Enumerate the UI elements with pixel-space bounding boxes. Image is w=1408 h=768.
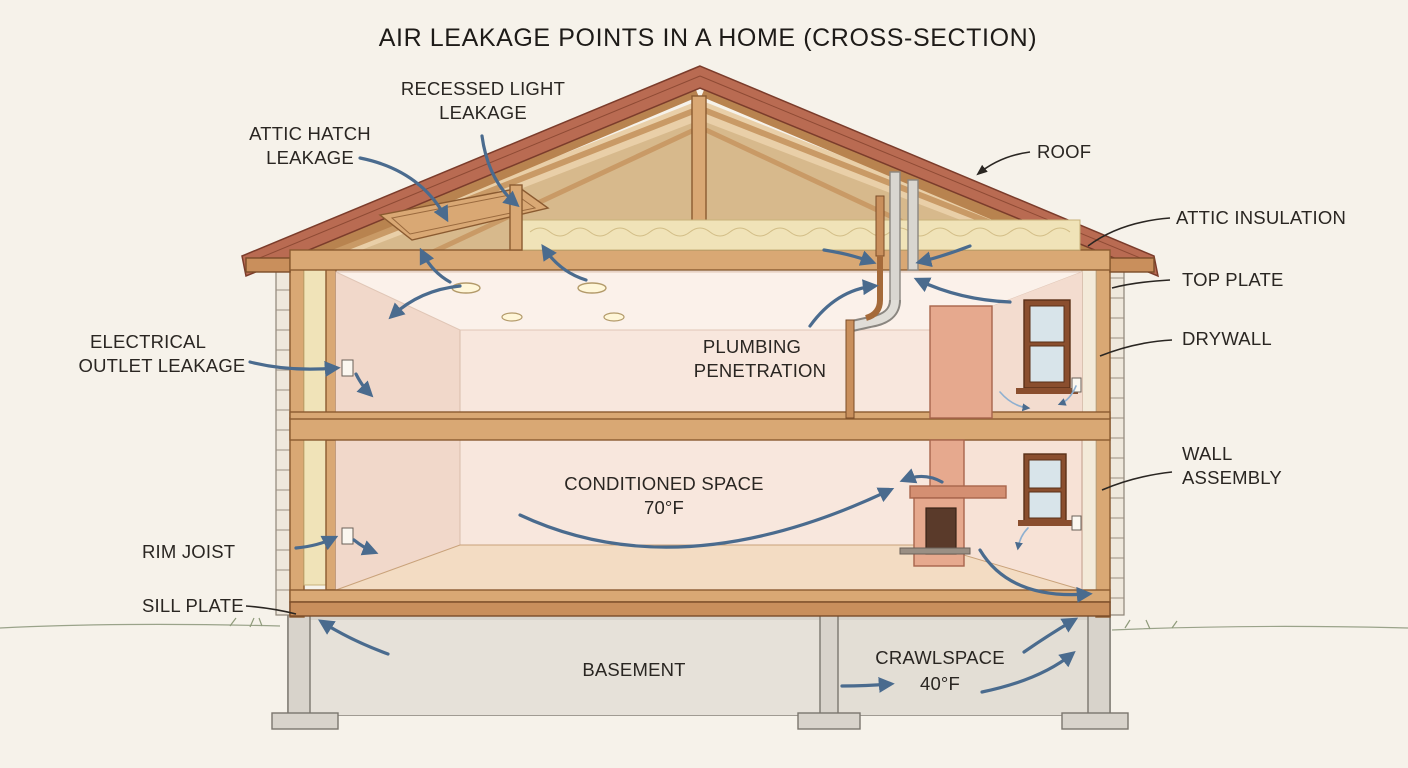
- floor-structure: [289, 411, 1111, 617]
- leader-lines: [245, 151, 1173, 615]
- label-crawlspace: CRAWLSPACE: [875, 647, 1004, 668]
- label-basement: BASEMENT: [582, 659, 685, 680]
- label-recessed-light: RECESSED LIGHT: [401, 78, 565, 99]
- page-title: AIR LEAKAGE POINTS IN A HOME (CROSS-SECT…: [379, 24, 1037, 52]
- label-drywall: DRYWALL: [1182, 328, 1272, 349]
- air-arrow-window-upper-2: [1057, 385, 1077, 406]
- air-arrow-conditioned: [518, 487, 895, 549]
- label-wall-assembly: WALL: [1182, 443, 1233, 464]
- label-conditioned-space: CONDITIONED SPACE: [564, 473, 763, 494]
- air-arrow-outlet-lower-in: [294, 535, 339, 551]
- air-arrow-plumbing-3: [808, 279, 879, 328]
- air-arrow-chimney: [899, 468, 944, 484]
- label-wall-assembly-2: ASSEMBLY: [1182, 467, 1282, 488]
- air-arrow-crawl-1: [840, 676, 895, 693]
- label-crawlspace-temp: 40°F: [920, 673, 960, 694]
- label-attic-hatch-2: LEAKAGE: [266, 147, 354, 168]
- label-roof: ROOF: [1037, 141, 1091, 162]
- labels: RECESSED LIGHT LEAKAGE ATTIC HATCH LEAKA…: [79, 78, 1346, 694]
- air-arrow-crawl-2: [980, 650, 1076, 694]
- air-arrow-light-1: [388, 284, 462, 320]
- air-arrow-sill: [317, 619, 390, 656]
- air-arrow-hatch: [358, 156, 449, 223]
- label-electrical-2: OUTLET LEAKAGE: [79, 355, 246, 376]
- air-arrow-crawl-3: [1022, 617, 1079, 654]
- label-top-plate: TOP PLATE: [1182, 269, 1284, 290]
- air-arrow-plumbing-2: [915, 244, 972, 268]
- air-arrow-outlet-lower-out: [352, 538, 379, 556]
- label-attic-insulation: ATTIC INSULATION: [1176, 207, 1346, 228]
- label-attic-hatch: ATTIC HATCH: [249, 123, 371, 144]
- label-plumbing-2: PENETRATION: [694, 360, 826, 381]
- label-recessed-light-2: LEAKAGE: [439, 102, 527, 123]
- electrical-outlets: [341, 359, 1082, 545]
- air-arrow-window-lower: [1014, 527, 1029, 551]
- foundation: [271, 614, 1129, 730]
- label-plumbing: PLUMBING: [703, 336, 801, 357]
- air-leakage-arrows: [248, 134, 1093, 694]
- plumbing-pipes: [845, 171, 919, 419]
- label-rim-joist: RIM JOIST: [142, 541, 235, 562]
- air-arrow-hatch-down: [419, 247, 452, 284]
- chimney-fireplace: [899, 305, 1007, 567]
- air-arrow-outlet-upper-in: [248, 360, 341, 377]
- label-conditioned-temp: 70°F: [644, 497, 684, 518]
- air-arrow-light-2: [541, 244, 588, 282]
- ground: [0, 617, 1408, 631]
- air-arrow-window-upper: [999, 391, 1031, 412]
- lower-room: [335, 439, 1083, 591]
- air-arrow-outlet-upper-out: [354, 372, 374, 398]
- air-arrow-plumbing-1: [822, 248, 877, 266]
- air-arrow-floor-right: [978, 548, 1093, 603]
- windows: [1016, 299, 1078, 526]
- label-sill-plate: SILL PLATE: [142, 595, 244, 616]
- label-electrical: ELECTRICAL: [90, 331, 206, 352]
- air-arrow-recessed-light: [480, 134, 520, 208]
- air-arrow-plumbing-4: [913, 277, 1012, 304]
- roof: [241, 65, 1160, 278]
- recessed-lights: [451, 282, 625, 322]
